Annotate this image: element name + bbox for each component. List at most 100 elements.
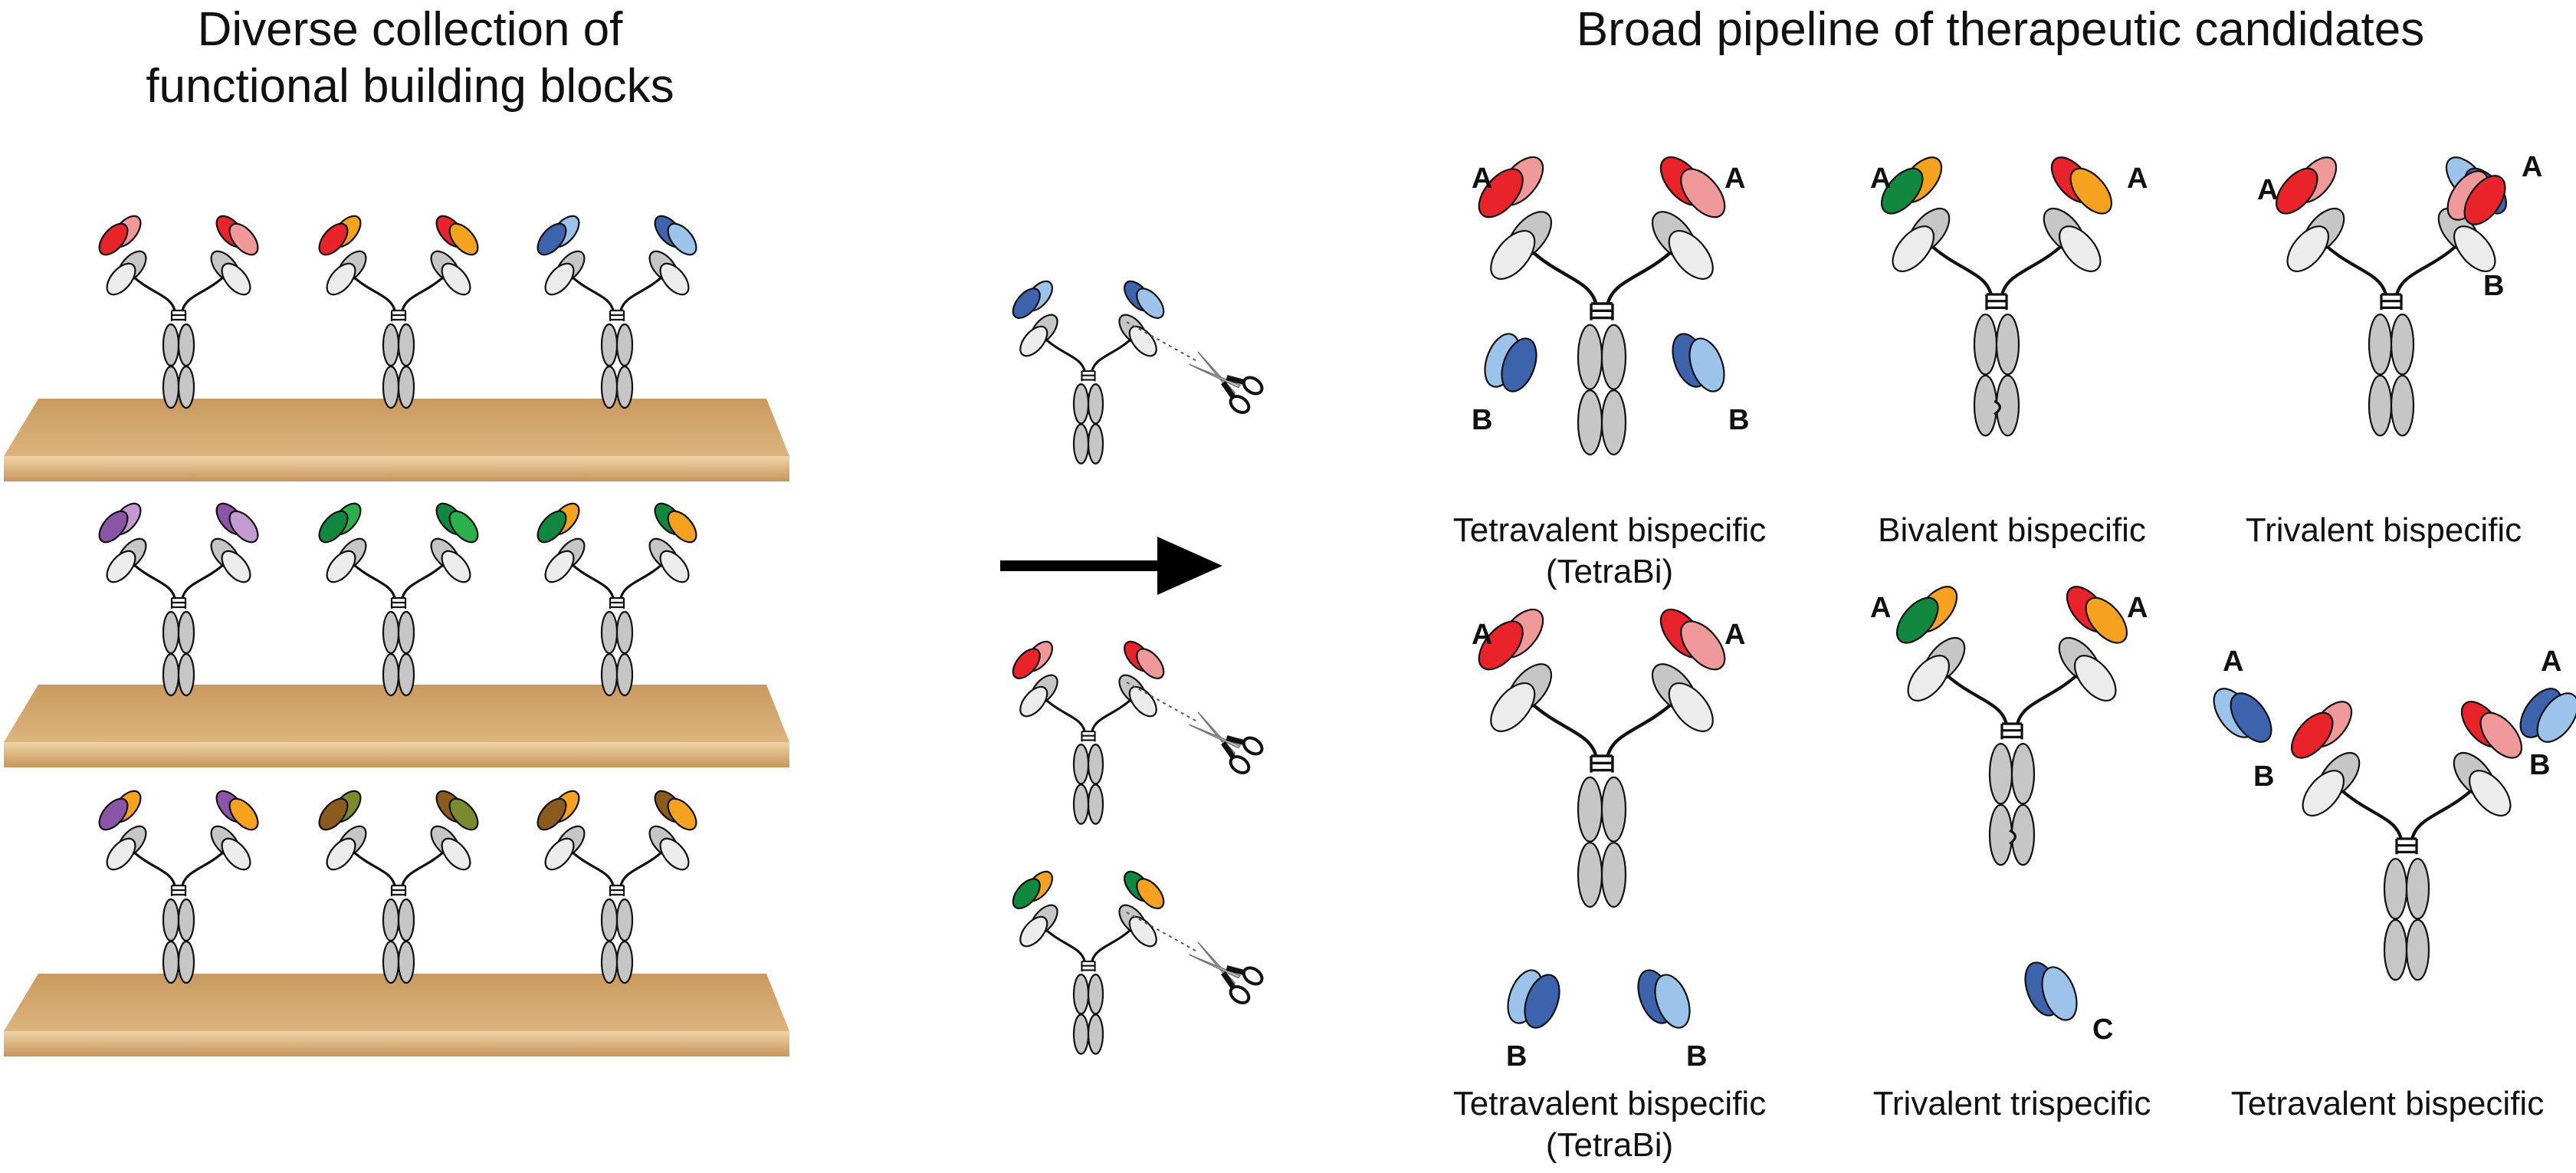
fc-domain <box>162 365 180 409</box>
variable-domain <box>1478 168 1524 219</box>
constant-domain <box>1668 682 1714 732</box>
caption-tetrabi-2: Tetravalent bispecific (TetraBi) <box>1452 1085 1767 1164</box>
domain-label-a: A <box>1870 592 1891 624</box>
heavy-chain-line <box>619 562 665 599</box>
constant-domain <box>221 262 251 296</box>
fc-domain <box>2368 374 2393 437</box>
heavy-chain-line <box>401 274 446 311</box>
constant-domain <box>1490 230 1536 280</box>
fc-domain <box>1072 784 1090 825</box>
fc-domain <box>615 610 634 655</box>
selected-antibody-3 <box>1012 870 1165 1055</box>
fc-domain <box>1072 743 1090 785</box>
constant-domain <box>659 837 690 871</box>
heavy-chain-line <box>1529 701 1598 757</box>
fc-domain <box>397 898 415 942</box>
constant-domain <box>1128 915 1157 948</box>
heavy-chain-line <box>1091 928 1134 962</box>
variable-domain <box>537 510 567 544</box>
fc-domain <box>1973 314 1998 376</box>
caption-tetrabi-1: Tetravalent bispecific (TetraBi) <box>1452 511 1767 590</box>
fc-domain <box>177 652 195 697</box>
fc-domain <box>1577 776 1603 843</box>
fc-domain <box>1600 324 1627 390</box>
library-antibody-r2-c1 <box>98 502 259 697</box>
constant-domain <box>544 837 575 871</box>
fc-domain <box>162 610 180 655</box>
knob-into-hole <box>2009 829 2016 845</box>
constant-domain <box>2059 225 2102 272</box>
heavy-chain-line <box>1043 698 1086 732</box>
fc-domain <box>1087 1014 1104 1055</box>
fc-domain <box>1988 803 2013 866</box>
fc-domain <box>1087 423 1104 465</box>
domain-label-b: B <box>1728 404 1749 436</box>
domain-label-b: B <box>2529 749 2550 781</box>
candidate-bivalent-bispecific <box>1881 156 2112 437</box>
constant-domain <box>659 262 690 296</box>
fc-domain <box>1072 973 1090 1015</box>
constant-domain <box>2286 225 2329 272</box>
constant-domain <box>1490 682 1536 732</box>
variable-domain <box>98 797 129 831</box>
candidate-tetravalent-bispecific <box>2291 701 2522 981</box>
heavy-chain-line <box>2395 243 2460 295</box>
constant-domain <box>106 262 136 296</box>
fc-domain <box>600 898 619 942</box>
variable-domain <box>98 510 129 544</box>
constant-domain <box>326 262 356 296</box>
scissors-icon <box>1189 941 1264 1005</box>
fc-domain <box>382 898 400 942</box>
domain-label-b: B <box>2483 270 2504 302</box>
candidate-trivalent-trispecific <box>1896 586 2128 866</box>
scissors-icon <box>1189 711 1264 775</box>
heavy-chain-line <box>1043 928 1086 962</box>
constant-domain <box>1019 915 1048 948</box>
constant-domain <box>221 837 251 871</box>
library-antibody-r3-c2 <box>318 790 479 984</box>
fc-domain <box>382 610 400 655</box>
heavy-chain-line <box>1091 337 1134 372</box>
fc-domain <box>600 652 619 697</box>
library-antibody-r1-c2 <box>318 215 479 409</box>
b-binder-domain <box>1501 337 1537 393</box>
fc-domain <box>397 940 415 984</box>
constant-domain <box>659 550 690 583</box>
heavy-chain-line <box>1606 248 1675 304</box>
fc-domain <box>615 652 634 697</box>
variable-domain <box>448 222 479 256</box>
domain-label-a: A <box>1724 163 1745 195</box>
heavy-chain-line <box>2000 243 2065 295</box>
shelf-2 <box>4 685 789 767</box>
fc-domain <box>382 323 400 367</box>
constant-domain <box>1668 230 1714 280</box>
variable-domain <box>448 797 479 831</box>
scissors-icon <box>1189 351 1264 415</box>
variable-domain <box>228 222 259 256</box>
heavy-chain-line <box>2338 787 2403 840</box>
fc-domain <box>600 940 619 984</box>
fc-domain <box>615 898 634 942</box>
variable-domain <box>1012 878 1041 909</box>
variable-domain <box>318 797 349 831</box>
fc-domain <box>2390 314 2415 376</box>
fc-domain <box>162 652 180 697</box>
domain-label-a: A <box>2223 646 2243 678</box>
library-antibody-r2-c3 <box>537 502 697 697</box>
fc-domain <box>2383 857 2408 920</box>
fc-domain <box>2405 857 2430 920</box>
variable-domain <box>667 797 697 831</box>
constant-domain <box>106 837 136 871</box>
variable-domain <box>1680 620 1726 671</box>
fc-domain <box>382 940 400 984</box>
heavy-chain-line <box>619 274 665 311</box>
fc-domain <box>600 323 619 367</box>
fc-domain <box>1988 742 2013 805</box>
fc-domain <box>177 898 195 942</box>
selected-antibody-2 <box>1012 640 1165 825</box>
fc-domain <box>397 610 415 655</box>
fc-domain <box>382 365 400 409</box>
library-antibody-r2-c2 <box>318 502 479 697</box>
constant-domain <box>1019 685 1048 718</box>
